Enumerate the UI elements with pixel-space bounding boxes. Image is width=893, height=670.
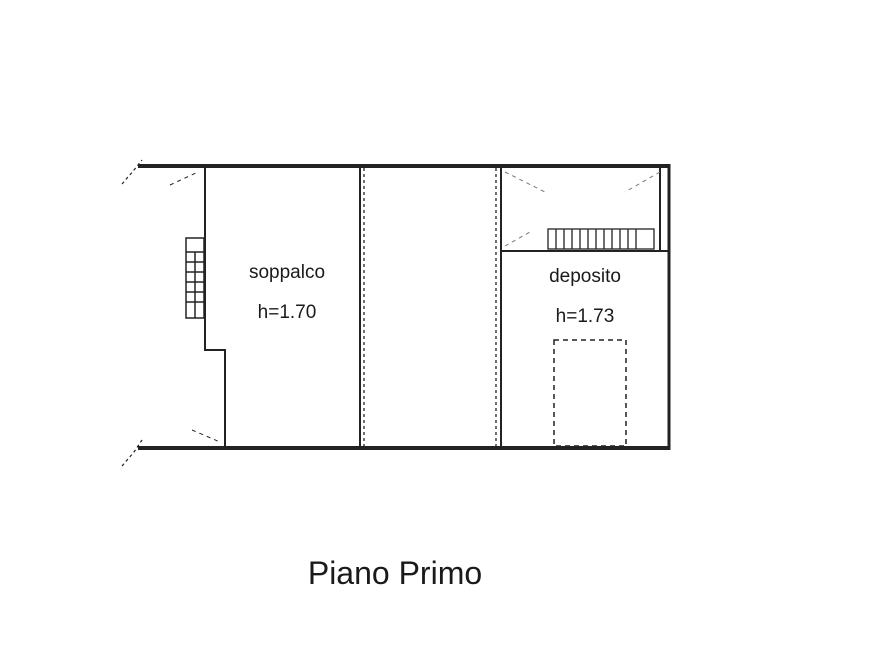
plan-caption: Piano Primo xyxy=(308,555,482,591)
deposito-outline xyxy=(500,168,668,446)
soppalco-height: h=1.70 xyxy=(258,302,317,323)
outer-walls xyxy=(121,159,671,467)
stair-strip xyxy=(547,228,655,250)
ladder-left xyxy=(185,237,205,319)
soppalco-outline xyxy=(169,168,361,446)
break-mark-top xyxy=(121,159,143,185)
deposito-height: h=1.73 xyxy=(556,306,615,327)
void-marks xyxy=(504,171,661,247)
deposito-label: deposito xyxy=(549,266,621,287)
break-mark-bottom xyxy=(121,439,143,467)
soppalco-label: soppalco xyxy=(249,262,325,283)
deposito-opening xyxy=(553,339,627,447)
middle-bay xyxy=(363,168,497,446)
